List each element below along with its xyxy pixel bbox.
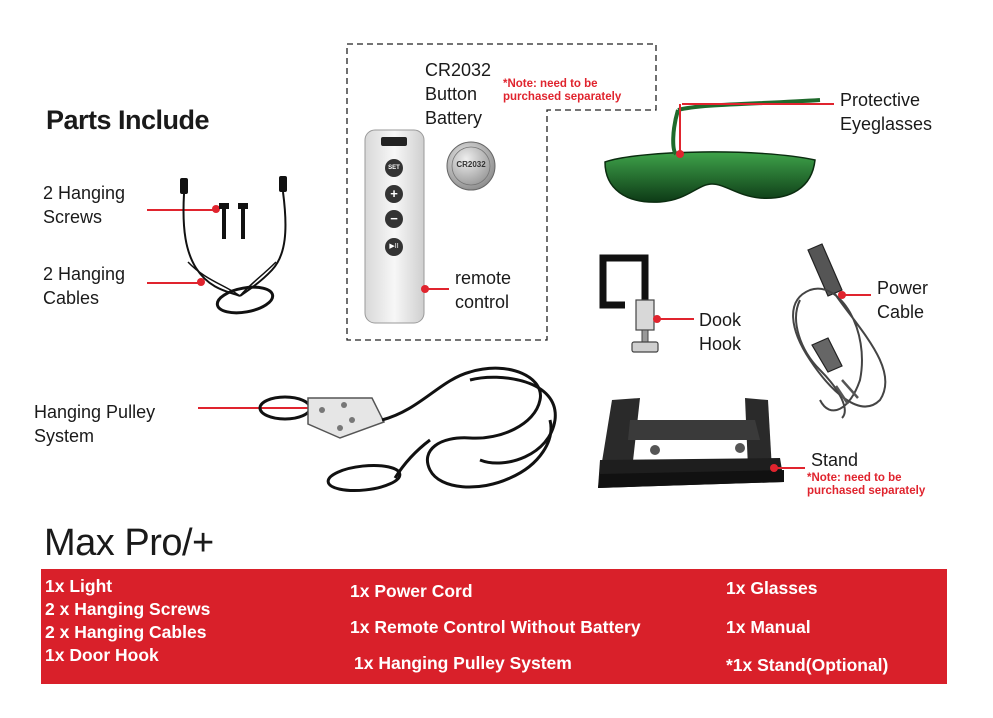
section-title: Parts Include — [46, 105, 210, 135]
battery-face-text: CR2032 — [456, 160, 486, 169]
contents-item: 1x Remote Control Without Battery — [350, 617, 641, 637]
hanging-screws-image — [219, 203, 248, 239]
contents-item: 1x Hanging Pulley System — [354, 653, 572, 673]
contents-item: 1x Glasses — [726, 578, 818, 598]
contents-item: 1x Door Hook — [45, 645, 159, 665]
power-cable-pointer — [843, 294, 871, 296]
model-title: Max Pro/+ — [44, 522, 214, 564]
contents-item: *1x Stand(Optional) — [726, 655, 889, 675]
remote-set-button: SET — [388, 165, 400, 171]
protective-eyeglasses-pointer-dot — [676, 150, 684, 158]
stand-pointer — [775, 467, 805, 469]
hanging-screws-pointer-dot — [212, 205, 220, 213]
protective-eyeglasses-pointer — [682, 103, 834, 105]
package-contents-band: 1x Light 2 x Hanging Screws 2 x Hanging … — [41, 569, 947, 684]
power-cable-pointer-dot — [838, 291, 846, 299]
remote-minus-button: − — [390, 211, 398, 226]
remote-plus-button: + — [390, 186, 398, 201]
remote-play-pause-button: ▶II — [389, 243, 399, 250]
contents-item: 1x Light — [45, 576, 113, 596]
contents-item: 1x Power Cord — [350, 581, 473, 601]
hanging-screws-pointer — [147, 209, 215, 211]
stand-pointer-dot — [770, 464, 778, 472]
stand-label: Stand — [811, 450, 859, 470]
remote-control-pointer — [425, 288, 449, 290]
pulley-system-pointer — [198, 407, 310, 409]
contents-item: 2 x Hanging Cables — [45, 622, 207, 642]
door-hook-pointer — [658, 318, 694, 320]
hanging-cables-pointer-dot — [197, 278, 205, 286]
contents-item: 2 x Hanging Screws — [45, 599, 211, 619]
hanging-cables-pointer — [147, 282, 199, 284]
contents-item: 1x Manual — [726, 617, 811, 637]
door-hook-pointer-dot — [653, 315, 661, 323]
protective-eyeglasses-pointer-vertical — [679, 104, 681, 152]
